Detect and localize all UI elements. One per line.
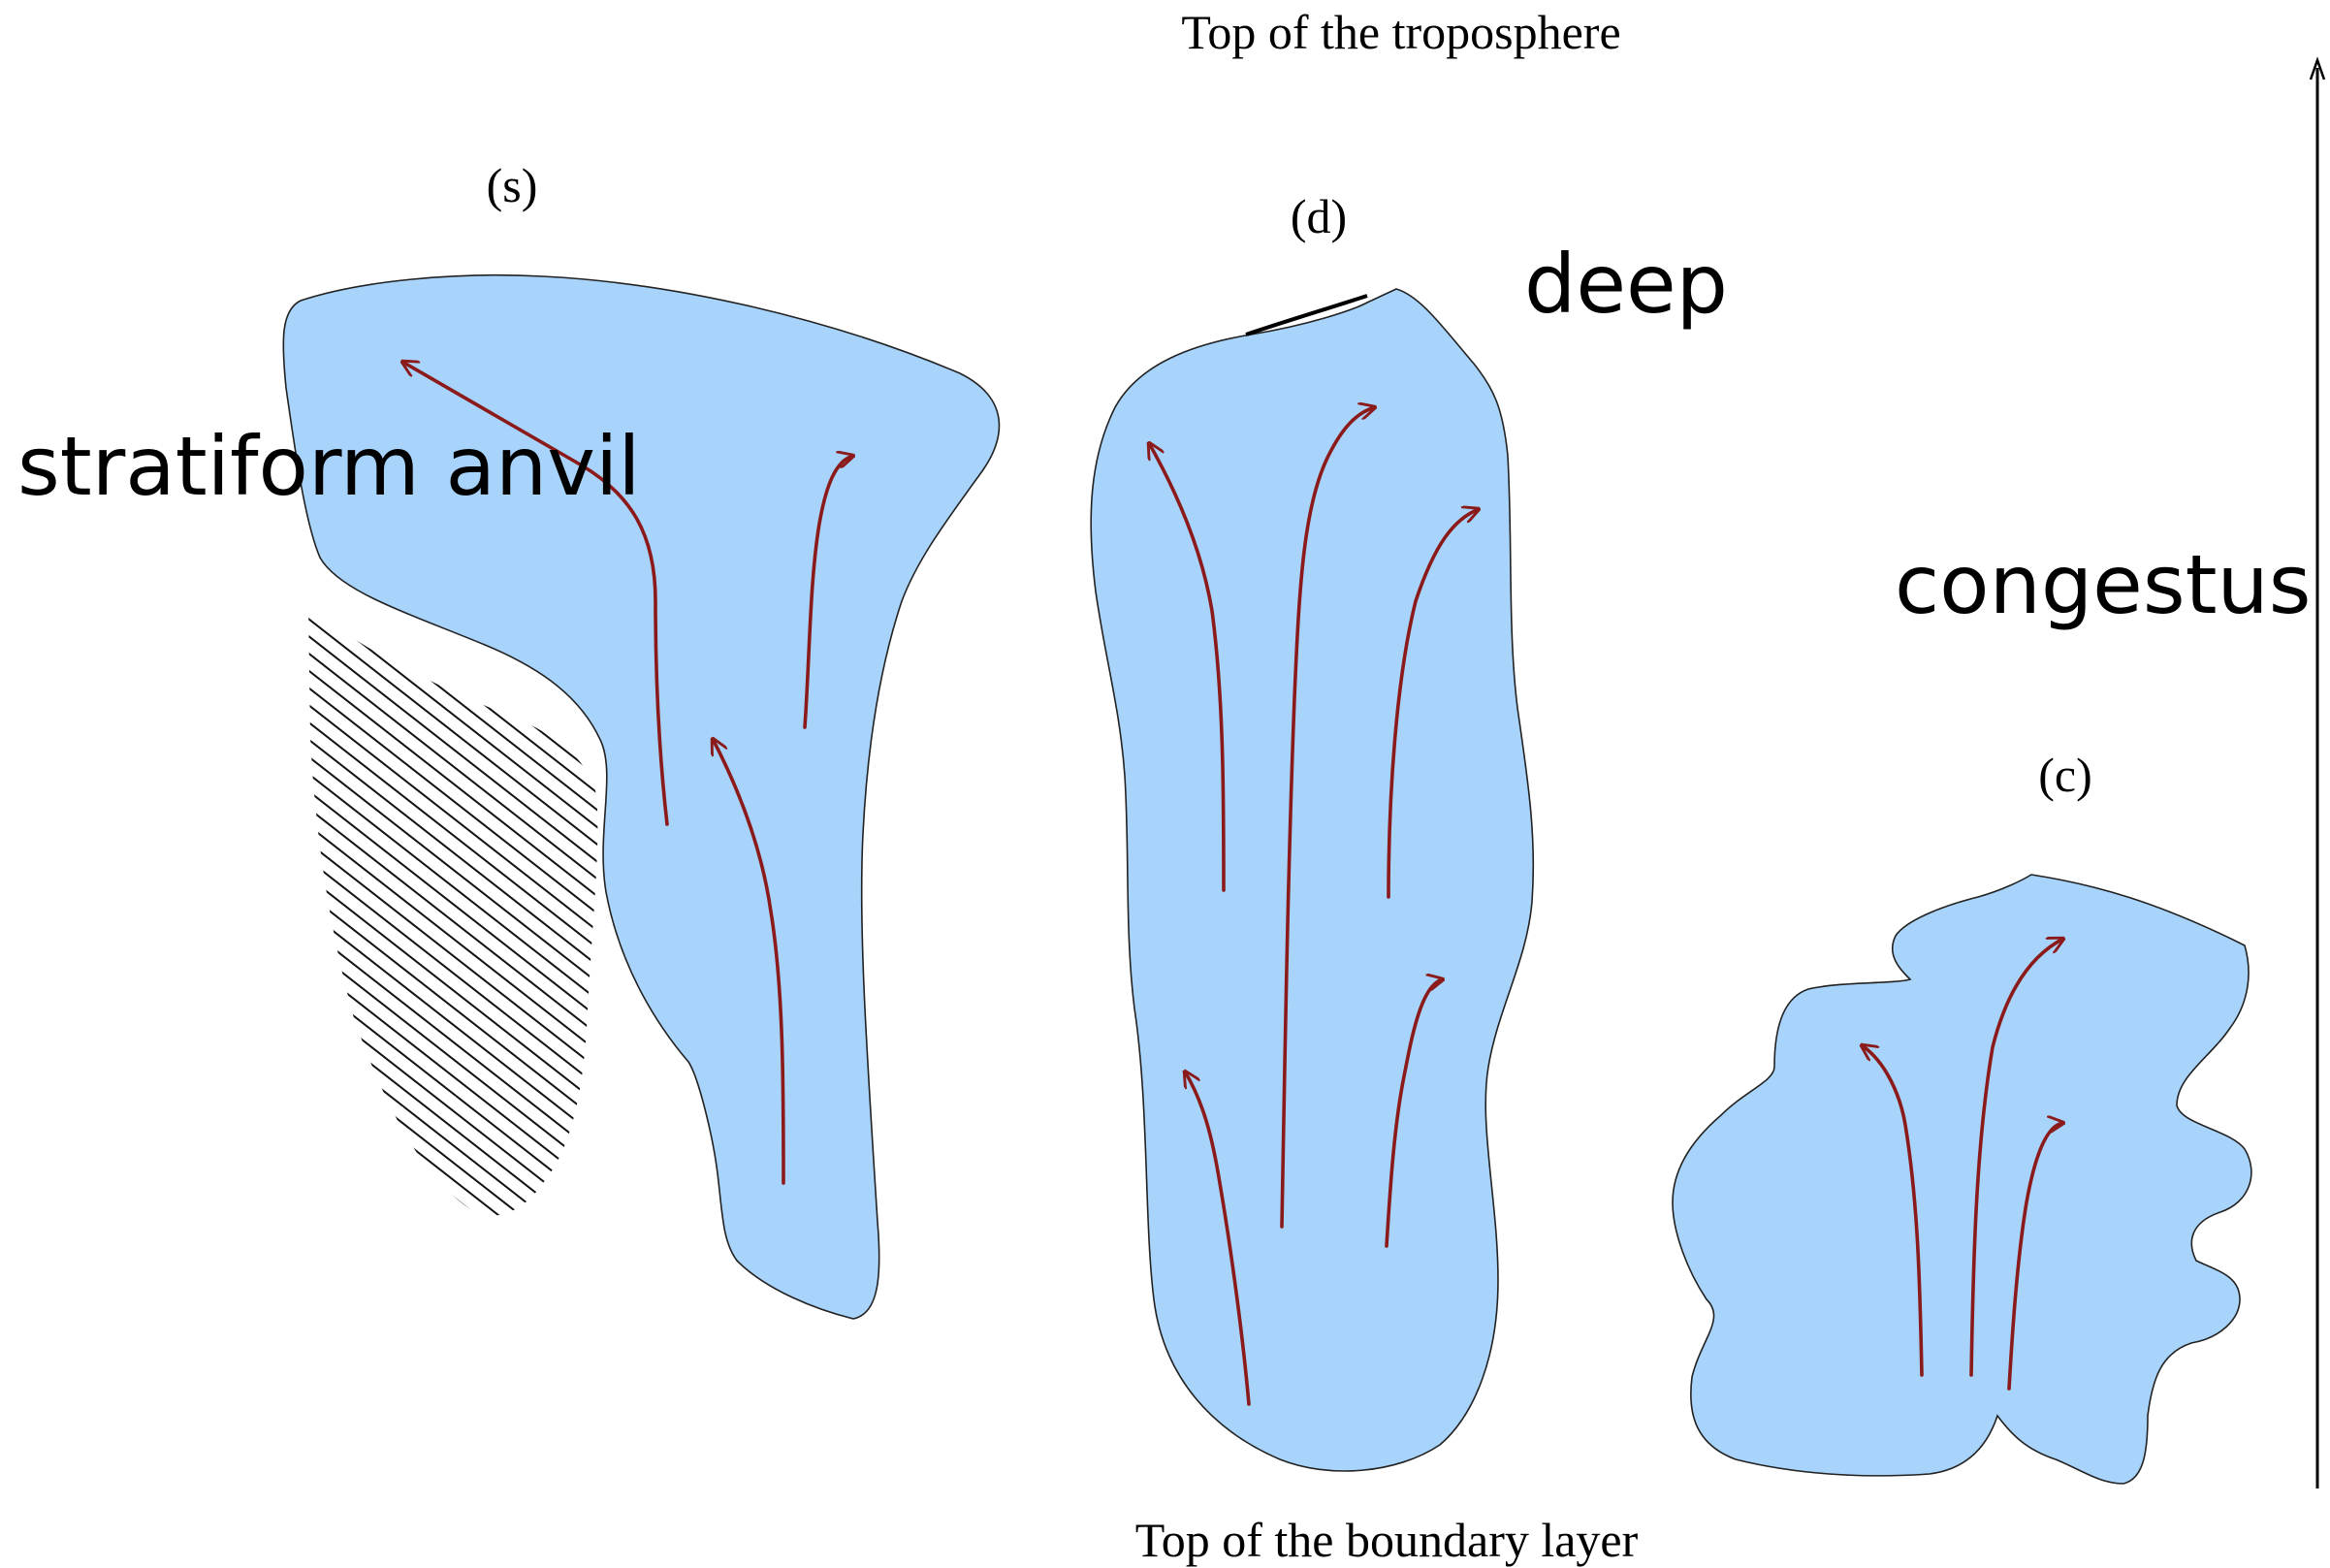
deep-cloud-shape [1091,289,1533,1471]
congestus-label: congestus [1895,537,2312,632]
height-axis-arrow [2311,60,2324,1488]
top-of-troposphere-label: Top of the troposphere [1181,5,1620,59]
top-of-boundary-layer-label: Top of the boundary layer [1135,1513,1639,1567]
stratiform-anvil-label: stratiform anvil [17,419,641,514]
precipitation-hatch [308,606,597,1216]
deep-tag: (d) [1291,189,1347,243]
congestus-tag: (c) [2038,748,2092,802]
congestus-cloud-shape [1673,875,2251,1484]
stratiform-tag: (s) [487,158,538,212]
deep-label: deep [1524,237,1728,332]
